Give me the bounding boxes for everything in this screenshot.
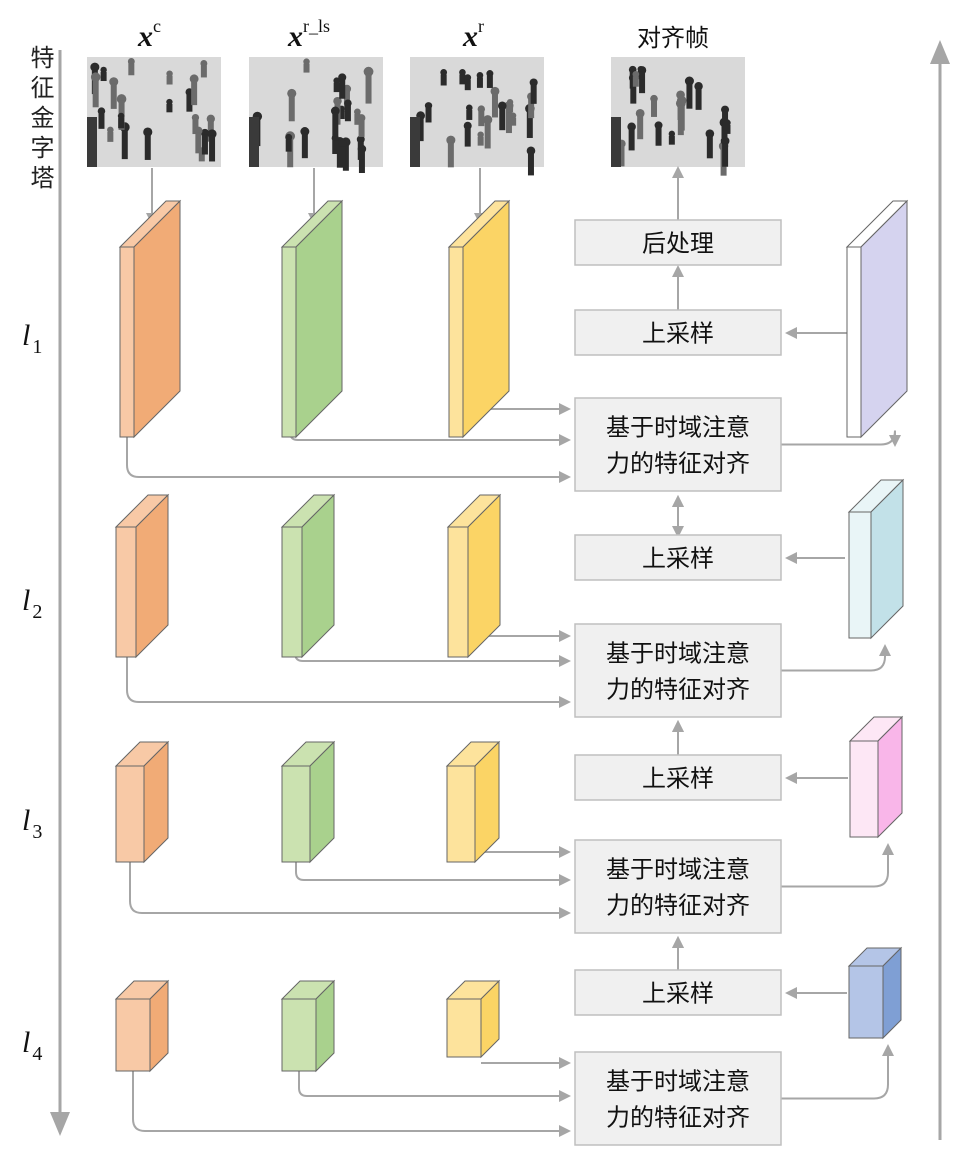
thumbnail-aligned [611,57,745,176]
upsample-box-l4-text-1: 上采样 [642,980,714,1008]
align-box-l2-text-2: 力的特征对齐 [606,676,750,704]
align-box-l3-text-1: 基于时域注意 [606,856,750,884]
feature-pyramid-label: 特征金字塔 [26,45,54,195]
cuboid-xr-l4 [445,979,501,1059]
cuboid-xc-l3 [114,740,170,864]
postprocess-box-text-1: 后处理 [642,230,714,258]
arrow-align-to-out-l1 [781,430,901,447]
upsample-box-l4: 上采样 [574,969,782,1016]
thumbnail-xr [410,57,544,176]
left-axis-arrow [50,50,70,1136]
cuboid-xr-l3 [445,740,501,864]
cuboid-xc-l4 [114,979,170,1073]
align-box-l1-text-1: 基于时域注意 [606,414,750,442]
arrow-align-to-out-l4 [781,1044,894,1100]
upsample-box-l3: 上采样 [574,754,782,801]
align-box-l1-text-2: 力的特征对齐 [606,450,750,478]
arrow-xrls-to-align-l3 [295,862,571,886]
upsample-box-l3-text-1: 上采样 [642,765,714,793]
cuboid-xc-l1 [118,199,182,439]
header-xrls: xr_ls [287,16,330,53]
cuboid-xrls-l4 [280,979,336,1073]
thumbnail-xrls [249,57,383,174]
arrow-xc-to-align-l4 [132,1071,571,1137]
arrow-align-to-out-l3 [781,843,894,888]
arrow-xrls-to-align-l4 [298,1071,571,1102]
cuboid-xrls-l1 [280,199,344,439]
cuboid-xrls-l2 [280,493,336,659]
header-xc: xc [137,16,161,53]
cuboid-out-l3 [848,715,904,839]
cuboid-xrls-l3 [280,740,336,864]
cuboid-out-l4 [847,946,903,1040]
upsample-box-l1-text-1: 上采样 [642,320,714,348]
align-box-l4-text-1: 基于时域注意 [606,1068,750,1096]
cuboid-out-l2 [847,478,905,640]
arrow-xc-to-align-l3 [129,862,571,919]
header-aligned-frame: 对齐帧 [637,24,709,52]
thumbnail-xc [87,57,221,167]
header-xr: xr [462,16,484,53]
cuboid-out-l1 [845,199,909,439]
right-axis-arrow [930,40,950,1140]
arrow-xrls-to-align-l2 [294,652,571,667]
align-box-l3-text-2: 力的特征对齐 [606,892,750,920]
upsample-box-l1: 上采样 [574,309,782,356]
arrow-align-to-out-l2 [781,644,891,672]
align-box-l4-text-2: 力的特征对齐 [606,1104,750,1132]
align-box-l2-text-1: 基于时域注意 [606,640,750,668]
upsample-box-l2-text-1: 上采样 [642,545,714,573]
postprocess-box: 后处理 [574,219,782,266]
cuboid-xr-l2 [446,493,502,659]
cuboid-xr-l1 [447,199,511,439]
cuboid-xc-l2 [114,493,170,659]
arrow-xrls-to-align-l1 [289,431,571,446]
arrow-xc-to-align-l1 [126,437,571,483]
arrow-xc-to-align-l2 [126,657,571,708]
upsample-box-l2: 上采样 [574,534,782,581]
